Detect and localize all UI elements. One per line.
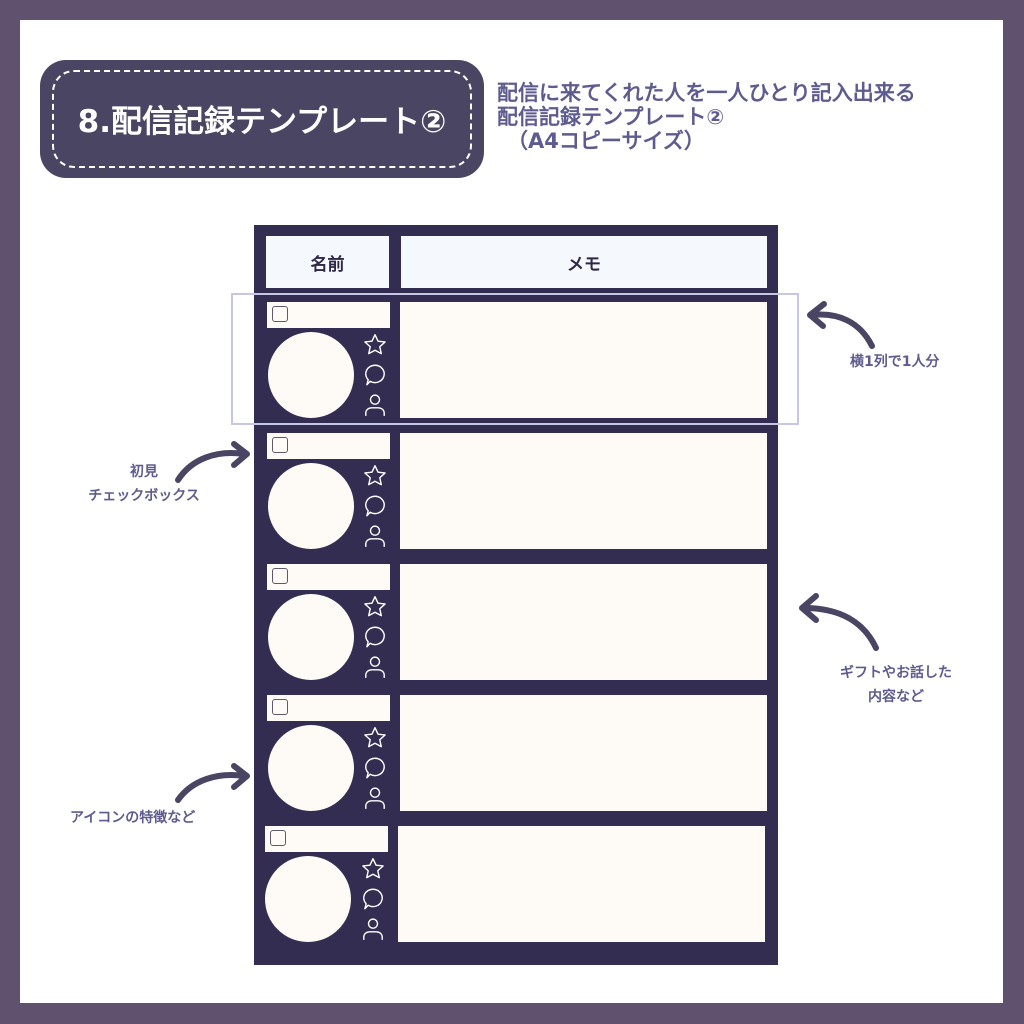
row-highlight-box [231,293,799,425]
description: 配信に来てくれた人を一人ひとり記入出来る 配信記録テンプレート② （A4コピーサ… [497,81,916,153]
record-row [254,302,778,422]
speech-bubble-icon [363,888,383,910]
star-icon [364,727,386,748]
first-time-checkbox[interactable] [272,306,288,322]
note-line: 内容など [868,689,924,705]
name-field[interactable] [267,302,390,328]
record-row [254,433,778,553]
person-icon [365,525,385,547]
memo-field[interactable] [400,564,767,680]
avatar-circle [268,463,354,549]
speech-bubble-icon [365,364,385,386]
memo-field[interactable] [400,695,767,811]
record-row [254,826,778,946]
header-name: 名前 [266,236,389,288]
note-line: チェックボックス [88,488,200,504]
description-line-3: （A4コピーサイズ） [507,129,705,153]
avatar-circle [268,725,354,811]
header-memo: メモ [401,236,767,288]
star-icon [364,334,386,355]
person-icon [365,656,385,678]
arrow-icon [175,441,250,483]
avatar-circle [268,594,354,680]
speech-bubble-icon [365,757,385,779]
record-row [254,695,778,815]
person-icon [365,394,385,416]
record-template-sheet: 名前 メモ [254,225,778,965]
note-line: 初見 [130,464,158,480]
first-time-checkbox[interactable] [272,699,288,715]
arrow-icon [807,301,875,349]
star-icon [364,596,386,617]
note-icon-features: アイコンの特徴など [70,810,196,826]
note-one-row-per-person: 横1列で1人分 [850,354,940,370]
arrow-icon [799,593,879,651]
person-icon [363,918,383,940]
name-field[interactable] [267,695,390,721]
arrow-icon [175,763,250,803]
memo-field[interactable] [398,826,765,942]
star-icon [364,465,386,486]
description-line-1: 配信に来てくれた人を一人ひとり記入出来る [497,81,916,105]
speech-bubble-icon [365,495,385,517]
memo-field[interactable] [400,302,767,418]
first-time-checkbox[interactable] [270,830,286,846]
title-badge: 8.配信記録テンプレート② [40,60,484,178]
record-row [254,564,778,684]
name-field[interactable] [265,826,388,852]
note-line: ギフトやお話した [840,665,952,681]
title-dashed-border [52,70,472,168]
page-title: 8.配信記録テンプレート② [77,104,447,140]
description-line-2: 配信記録テンプレート② [497,105,725,129]
memo-field[interactable] [400,433,767,549]
avatar-circle [268,332,354,418]
first-time-checkbox[interactable] [272,568,288,584]
note-first-time-checkbox: 初見 チェックボックス [78,460,210,508]
star-icon [362,858,384,879]
note-gift-and-talk: ギフトやお話した 内容など [816,661,976,709]
avatar-circle [265,856,351,942]
name-field[interactable] [267,433,390,459]
name-field[interactable] [267,564,390,590]
person-icon [365,787,385,809]
first-time-checkbox[interactable] [272,437,288,453]
speech-bubble-icon [365,626,385,648]
